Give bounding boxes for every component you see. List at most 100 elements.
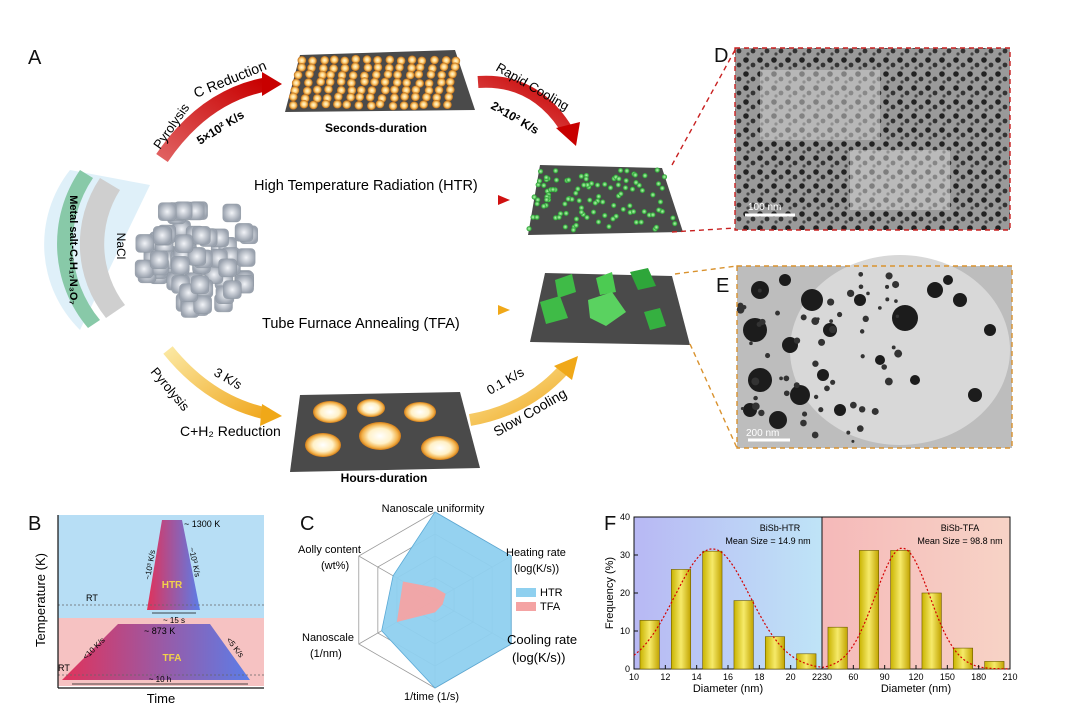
tem-particle-small (858, 271, 864, 277)
glowing-particle (373, 62, 383, 72)
green-nanoparticle (592, 200, 598, 206)
panel-c-letter: C (300, 513, 314, 535)
glowing-particle (347, 78, 356, 88)
hist-x-tick-label: 18 (754, 672, 764, 682)
glowing-particle (340, 56, 350, 66)
green-nanoparticle (661, 174, 668, 180)
hours-duration-label: Hours-duration (341, 471, 428, 485)
glowing-particle (354, 101, 364, 110)
nacl-cube (234, 223, 254, 242)
hist-x-tick-label: 10 (629, 672, 639, 682)
green-nanoparticle (633, 179, 639, 186)
tem-particle-small (824, 385, 830, 392)
hist-tfa-mean: Mean Size = 98.8 nm (917, 536, 1002, 546)
green-nanoparticle (594, 182, 601, 188)
green-nanoparticle (646, 212, 652, 218)
tfa-duration: ~ 10 h (149, 675, 171, 684)
glowing-particle (437, 70, 447, 80)
nacl-cube (135, 234, 154, 253)
glowing-particle (424, 86, 434, 95)
glowing-particle (375, 99, 385, 109)
tem-particle-small (885, 284, 890, 289)
tem-particle-small (881, 364, 887, 370)
glowing-particle (333, 99, 342, 109)
hist-fit-curve (633, 548, 823, 668)
tem-particle (801, 289, 823, 311)
legend-tfa-label: TFA (540, 601, 561, 613)
tem-particle-small (759, 318, 766, 326)
glowing-particle (434, 85, 444, 95)
rapid-cooling-arrowhead (556, 122, 580, 146)
tem-particle-small (871, 407, 879, 415)
tem-particle-small (836, 311, 843, 318)
bottom-glowing-particles (305, 399, 459, 460)
green-nanoparticle (550, 186, 556, 193)
green-nanoparticle (617, 167, 624, 174)
tem-particle-small (885, 272, 893, 280)
nacl-cube (187, 247, 207, 266)
panel-d-letter: D (714, 45, 728, 67)
hist-x-tick-label: 210 (1002, 672, 1017, 682)
green-nanoparticle (630, 209, 637, 215)
c-h2-reduction-label: C+H₂ Reduction (180, 423, 281, 439)
legend-htr-swatch (516, 588, 536, 597)
panel-b-xlabel: Time (147, 691, 175, 706)
green-nanoparticle (642, 173, 648, 179)
radar-tfa-area (396, 581, 446, 622)
glowing-particle (297, 63, 306, 72)
hist-x-tick-label: 120 (908, 672, 923, 682)
htr-profile (147, 520, 200, 610)
green-nanoparticle (578, 173, 584, 179)
glowing-particle (320, 55, 329, 65)
glowing-particle (450, 62, 460, 72)
green-nanoparticle (602, 181, 608, 187)
green-nanoparticle (538, 168, 544, 174)
glowing-particle (392, 78, 402, 87)
htr-duration: ~ 15 s (163, 616, 185, 625)
tem-particle-small (846, 430, 851, 435)
connector-d-bottom (671, 227, 736, 233)
tem-particle-small (866, 291, 870, 296)
tem-particle-small (856, 425, 864, 432)
hist-htr-name: BiSb-HTR (760, 523, 801, 533)
tem-particle-small (891, 345, 896, 350)
nacl-cube (193, 295, 212, 314)
connector-e-bottom (689, 343, 738, 449)
tem-particle-small (813, 394, 819, 400)
green-nanoparticle (657, 199, 664, 205)
glowing-particle (390, 93, 399, 103)
glowing-particle (363, 63, 373, 72)
glowing-particle (305, 69, 314, 79)
tfa-profile (62, 624, 250, 680)
glowing-particle (336, 85, 346, 95)
tem-particle-small (858, 406, 866, 413)
rapid-cooling-rate: 2×10² K/s (489, 98, 542, 137)
nacl-cube (158, 202, 177, 221)
tem-particle-small (753, 395, 758, 401)
glowing-particle (326, 70, 335, 80)
htr-arrowhead (498, 195, 510, 205)
rapid-cooling-arrow (477, 75, 573, 134)
green-nanoparticle (624, 168, 630, 174)
hist-x-tick-label: 90 (880, 672, 890, 682)
bottom-heating-arrow (163, 346, 270, 420)
glowing-particle (405, 70, 415, 80)
glowing-particle (443, 100, 452, 110)
tem-particle-small (800, 314, 807, 321)
legend-tfa-swatch (516, 602, 536, 611)
connector-d-top (671, 49, 736, 166)
top-heating-arrow (156, 77, 270, 162)
tem-particle (790, 385, 810, 405)
tem-particle-small (892, 280, 900, 289)
tem-particle-small (757, 288, 762, 293)
glowing-particle (367, 86, 377, 95)
green-nanoparticle (553, 168, 559, 174)
htr-peak-temp: ~ 1300 K (184, 519, 220, 529)
green-nanoparticle (563, 210, 569, 216)
tfa-nanocrystals (540, 268, 666, 330)
tem-particle-small (779, 376, 783, 381)
tem-particle-small (740, 406, 744, 411)
nacl-cube (171, 256, 190, 275)
hist-bar (858, 550, 880, 670)
tem-particle-small (802, 411, 808, 417)
